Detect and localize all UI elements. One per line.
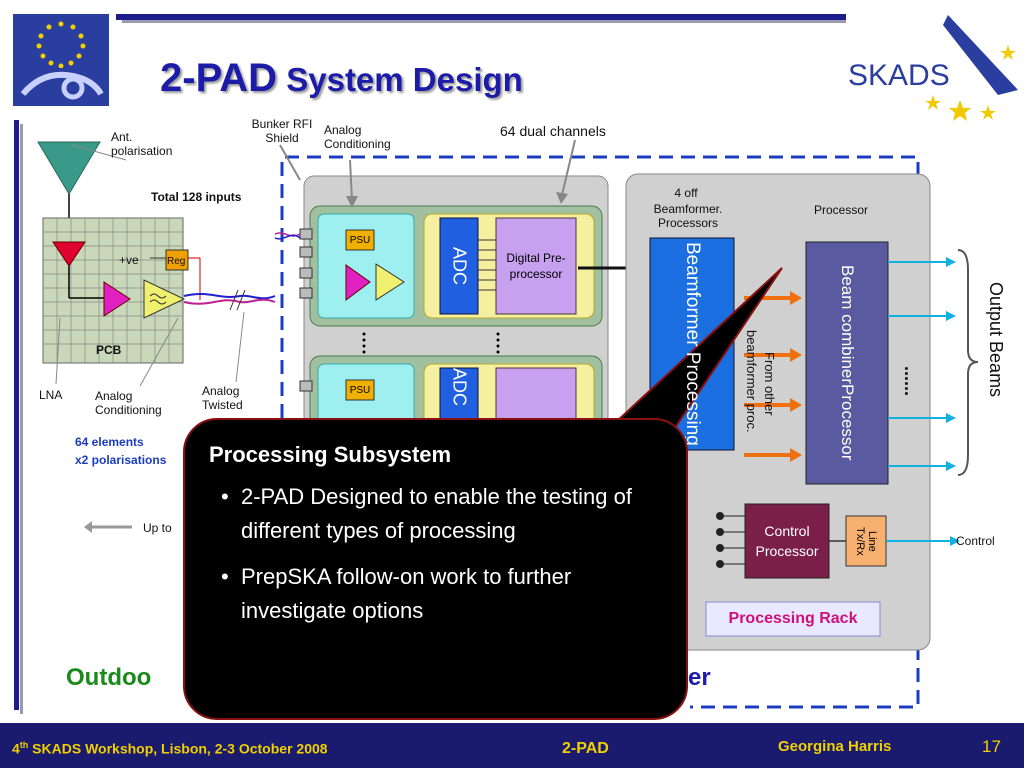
control-processor-box: Control Processor — [755, 523, 819, 559]
ant-polarisation-label: Ant. polarisation — [111, 130, 173, 158]
output-beams-label: Output Beams — [986, 282, 1006, 398]
eu-fp6-logo — [13, 14, 109, 106]
beam-combiner-text: Beam combiner — [838, 265, 857, 385]
dual-channels-label: 64 dual channels — [500, 123, 606, 139]
dots-label: ...... — [901, 366, 921, 397]
analog-conditioning-bottom-label: Analog Conditioning — [95, 389, 162, 417]
adc-box-1: ADC — [449, 246, 470, 285]
callout-bullets: 2-PAD Designed to enable the testing of … — [209, 480, 668, 628]
footer-author: Georgina Harris — [778, 738, 892, 755]
bunker-rfi-label: Bunker RFI Shield — [251, 117, 313, 145]
callout-bullet: PrepSKA follow-on work to further invest… — [221, 560, 668, 628]
amp-icon — [103, 281, 131, 317]
beamformer-processors-label: Beamformer. Processors — [653, 202, 723, 230]
four-off-label: 4 off — [674, 186, 698, 200]
total-inputs-label: Total 128 inputs — [151, 190, 242, 204]
system-diagram — [37, 139, 979, 651]
beam-combiner-box: Beam combiner Processor — [806, 242, 888, 484]
outdoor-left-text: Outdoo — [66, 664, 152, 691]
footer-workshop-num: 4 — [12, 740, 20, 757]
title-part2: System Design — [277, 61, 523, 98]
lna-icon — [52, 241, 86, 267]
analog-twisted-label: Analog Twisted — [202, 384, 243, 412]
left-rule-shadow — [20, 124, 23, 714]
footer-workshop-text: SKADS Workshop, Lisbon, 2-3 October 2008 — [28, 740, 328, 757]
footer-page-number: 17 — [982, 737, 1001, 756]
antenna-icon — [37, 141, 101, 195]
processing-rack-label: Processing Rack — [728, 610, 858, 627]
psu-box-1: PSU — [349, 234, 371, 246]
title-part1: 2-PAD — [160, 56, 278, 100]
skads-logo-text: SKADS — [848, 59, 950, 92]
callout-heading: Processing Subsystem — [209, 442, 452, 467]
psu-box-2: PSU — [349, 384, 371, 396]
footer-workshop-sup: th — [19, 740, 29, 750]
elements-label: 64 elements — [75, 435, 144, 449]
pcb-label: PCB — [96, 343, 122, 357]
skads-logo: SKADS — [848, 10, 1023, 122]
title-rule-shadow — [122, 20, 846, 23]
adc-box-2: ADC — [449, 368, 470, 407]
reg-box — [165, 249, 189, 271]
line-txrx-box: Line Tx/Rx — [854, 526, 878, 556]
control-label: Control — [956, 534, 995, 548]
dashed-boundary — [280, 155, 920, 709]
up-to-label: Up to — [143, 521, 172, 535]
beamformer-proc-label: beamformer proc. — [744, 330, 759, 433]
slide-title: 2-PAD System Design — [160, 56, 523, 101]
analog-conditioning-top-label: Analog Conditioning — [324, 123, 391, 151]
footer-workshop: 4th SKADS Workshop, Lisbon, 2-3 October … — [12, 740, 328, 757]
title-rule — [116, 14, 846, 20]
processor-label: Processor — [814, 203, 869, 217]
lna-label: LNA — [39, 388, 63, 402]
left-rule — [14, 120, 19, 710]
footer-center: 2-PAD — [562, 740, 609, 757]
polarisations-label: x2 polarisations — [75, 453, 167, 467]
from-other-label: From other — [762, 352, 777, 416]
beam-combiner-processor-text: Processor — [838, 384, 857, 461]
digital-preprocessor-box: Digital Pre-processor — [506, 251, 566, 281]
processing-subsystem-callout: Processing Subsystem 2-PAD Designed to e… — [183, 418, 688, 720]
filter-icon — [143, 279, 186, 319]
reg-label: Reg — [167, 256, 186, 267]
footer-bar: 4th SKADS Workshop, Lisbon, 2-3 October … — [0, 723, 1024, 768]
outdoor-right-text: er — [688, 664, 711, 691]
callout-bullet: 2-PAD Designed to enable the testing of … — [221, 480, 668, 548]
beamformer-processing-box: Beamformer Processing — [682, 242, 703, 446]
plus-ve-label: +ve — [119, 253, 139, 267]
